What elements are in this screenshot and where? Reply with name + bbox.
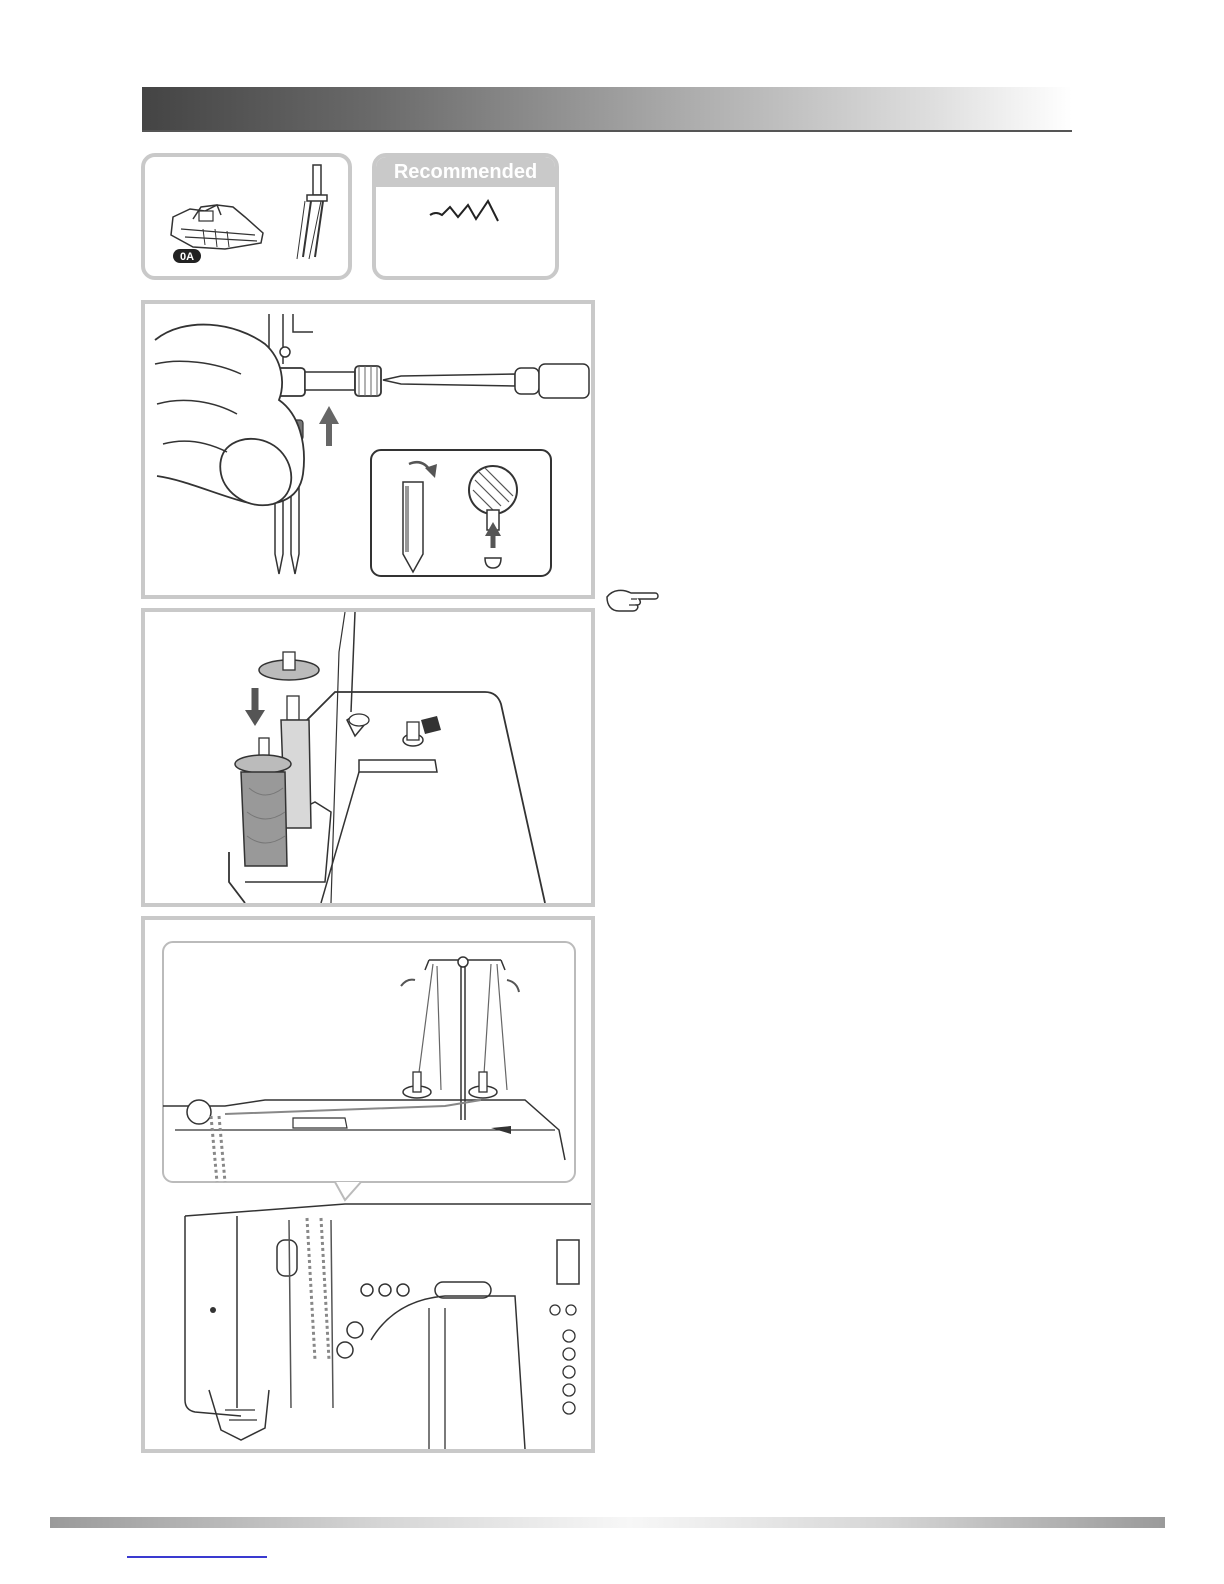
pointing-hand-icon <box>605 585 659 615</box>
sewing-machine-icon <box>185 1216 241 1416</box>
accessories-card: 0A <box>141 153 352 280</box>
section-header-bar <box>142 87 1072 131</box>
top-view-inset <box>163 942 575 1182</box>
needle-flat-side-icon <box>485 558 501 568</box>
recommended-card: Recommended <box>372 153 559 280</box>
zigzag-stitch-icon <box>376 157 555 276</box>
figure-attach-second-spool <box>141 608 595 907</box>
arrow-up-icon <box>319 406 339 424</box>
needle-flat-side-inset <box>371 450 551 576</box>
figure-thread-upper-threads <box>141 916 595 1453</box>
screwdriver-icon <box>383 374 515 386</box>
tension-dial-icon <box>187 1100 211 1124</box>
figure-insert-twin-needle <box>141 300 595 599</box>
header-rule <box>142 130 1072 132</box>
twin-needle-icon <box>145 157 348 276</box>
footer-link-underline[interactable] <box>127 1556 267 1558</box>
footer-bar <box>50 1517 1165 1528</box>
arrow-down-icon <box>245 710 265 726</box>
